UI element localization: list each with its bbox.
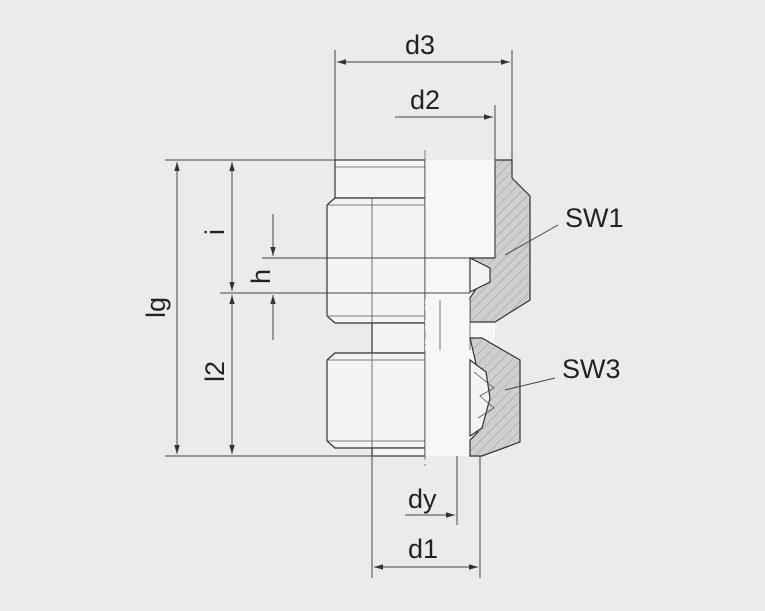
fitting-body (326, 159, 426, 457)
dy-label: dy (408, 484, 437, 514)
sw1-label: SW1 (565, 203, 624, 233)
dim-l2: l2 (200, 295, 235, 454)
leader-sw3: SW3 (504, 354, 621, 391)
d1-label: d1 (408, 534, 438, 564)
dim-dy: dy (405, 456, 458, 525)
neck (371, 322, 426, 354)
dim-d2: d2 (395, 85, 496, 160)
top-collar (334, 159, 426, 199)
h-label: h (246, 269, 276, 284)
upper-hex-sw1 (326, 197, 426, 324)
lg-label: lg (141, 297, 171, 318)
i-label: i (200, 229, 230, 235)
dim-h: h (220, 214, 470, 340)
dim-lg: lg (141, 159, 372, 457)
dim-i: i (200, 162, 235, 291)
leader-sw1: SW1 (504, 203, 624, 256)
section-view (424, 159, 531, 457)
sw3-label: SW3 (562, 354, 621, 384)
dim-d1: d1 (371, 456, 481, 578)
l2-label: l2 (200, 361, 230, 382)
lower-hex-sw3 (326, 352, 426, 449)
d2-label: d2 (410, 85, 440, 115)
d3-label: d3 (405, 30, 435, 60)
bottom-stub (371, 447, 426, 457)
dim-d3: d3 (334, 30, 513, 160)
